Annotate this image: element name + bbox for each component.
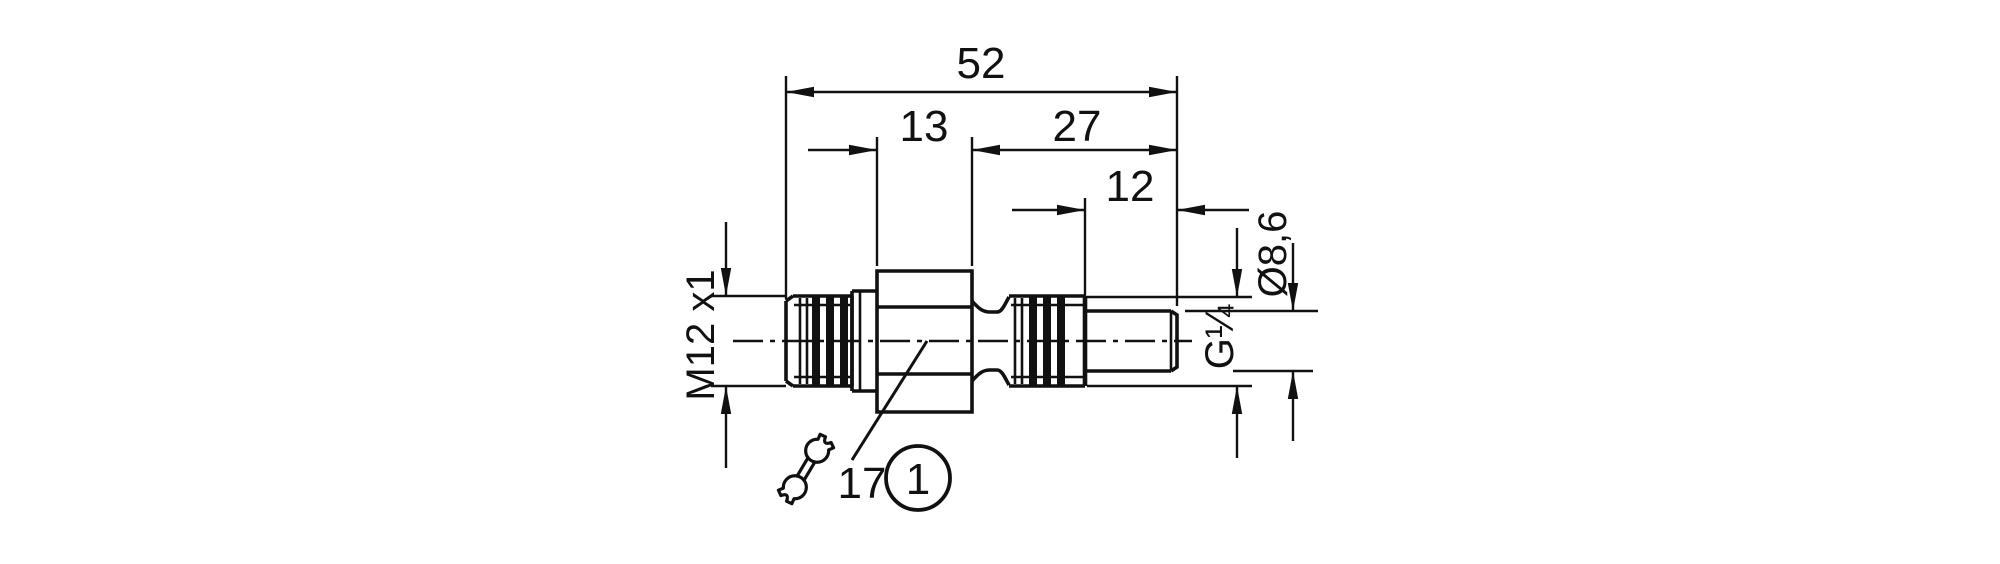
dim-m12-label: M12 x1 [679,269,723,400]
hex-body [875,269,974,414]
dim-diameter-label: Ø8,6 [1251,211,1295,298]
neck-groove [970,296,1011,386]
dim-12-label: 12 [1106,162,1155,211]
balloon-circle [884,444,952,512]
wrench-size-callout: 17 [776,340,929,508]
callout-1-label: 1 [906,455,930,504]
dimension-tip-diameter: Ø8,6 [1185,211,1318,441]
dimension-m12-thread: M12 x1 [679,222,786,468]
part-view [733,269,1192,414]
wrench-size-label: 17 [838,459,887,508]
dimension-thread-12: 12 [1012,162,1249,296]
wrench-icon [776,432,836,506]
dim-13-label: 13 [900,102,949,151]
dimension-overall-52: 52 [784,39,1179,306]
dimension-g-quarter: G¼ [1087,228,1252,458]
dimension-hex-13: 13 [808,102,974,266]
dim-27-label: 27 [1053,102,1102,151]
dimension-right-27: 27 [972,102,1177,156]
callout-1-balloon: 1 [884,444,952,512]
leader-line [850,340,929,461]
dim-g-quarter-label: G¼ [1198,304,1242,369]
dim-52-label: 52 [957,39,1006,88]
